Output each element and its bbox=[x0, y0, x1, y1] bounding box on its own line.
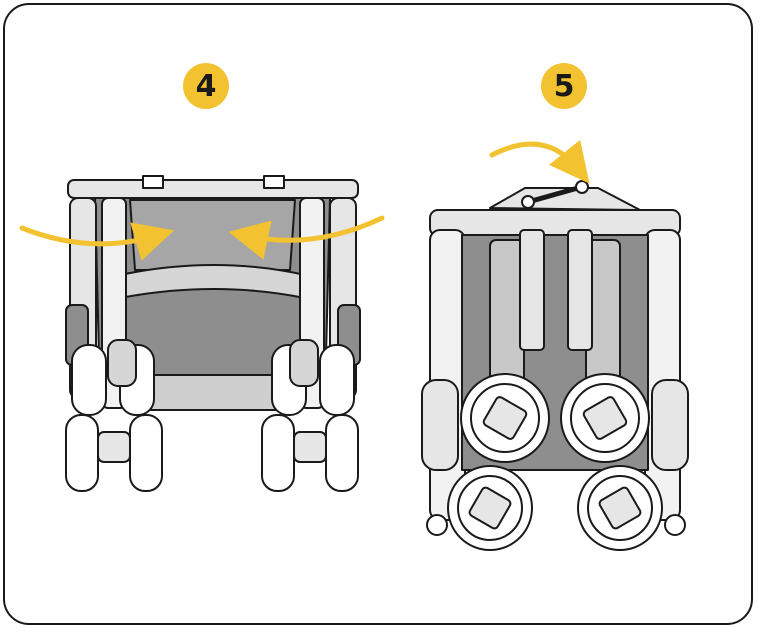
fold-inward-arrow-right-icon bbox=[228, 215, 385, 260]
step-5-badge: 5 bbox=[541, 63, 587, 109]
step-5-number: 5 bbox=[553, 68, 575, 104]
step-5-stroller-illustration bbox=[421, 180, 689, 551]
rotate-handle-arrow-icon bbox=[489, 139, 590, 184]
step-4-stroller-illustration bbox=[65, 175, 361, 492]
step-4-number: 4 bbox=[195, 68, 217, 104]
fold-inward-arrow-left-icon bbox=[19, 222, 175, 261]
step-4-badge: 4 bbox=[183, 63, 229, 109]
